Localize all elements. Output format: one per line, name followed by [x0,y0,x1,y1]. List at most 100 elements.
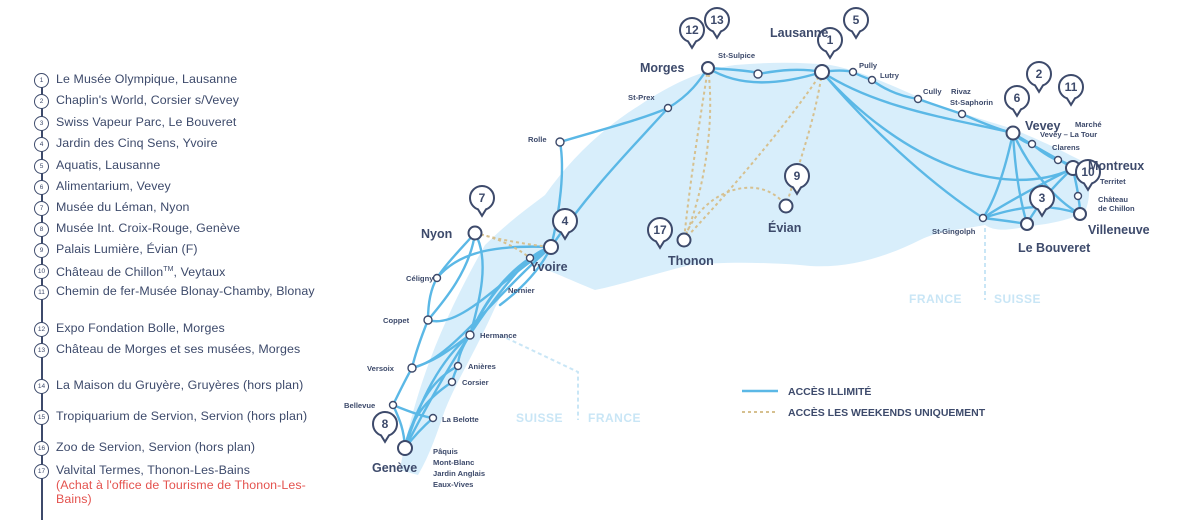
attraction-name: Chemin de fer-Musée Blonay-Chamby, Blona… [56,284,315,298]
stop-pully [848,67,858,77]
city-marker-villeneuve [1073,207,1087,221]
attraction-name: Château de Morges et ses musées, Morges [56,342,301,356]
pin-3: 3 [1029,185,1055,217]
attraction-label: Alimentarium, Vevey [56,179,171,194]
city-marker-le-bouveret [1020,217,1034,231]
label-lausanne: Lausanne [770,26,828,40]
stop-hermance [465,330,475,340]
svg-text:Mont-Blanc: Mont-Blanc [433,458,474,467]
label-morges: Morges [640,61,685,75]
svg-text:11: 11 [1065,80,1078,94]
svg-text:Anières: Anières [468,362,496,371]
attraction-label: Jardin des Cinq Sens, Yvoire [56,136,218,151]
pin-6: 6 [1004,85,1030,117]
map-legend: ACCÈS ILLIMITÉ ACCÈS LES WEEKENDS UNIQUE… [742,385,986,419]
svg-text:Château: Château [1098,195,1128,204]
attraction-item: 13 Château de Morges et ses musées, Morge… [30,342,340,358]
stop-anieres [453,361,463,371]
pin-2: 2 [1026,61,1052,93]
pin-1: 1 [817,27,843,59]
city-marker-lausanne [814,64,830,80]
svg-text:Rolle: Rolle [528,135,547,144]
attraction-number: 2 [34,94,49,109]
attraction-number: 1 [34,73,49,88]
border-line-south [499,334,579,420]
svg-text:Corsier: Corsier [462,378,489,387]
stop-corsier [447,377,457,387]
city-marker-geneve [397,440,413,456]
pin-12: 12 [679,17,705,49]
attraction-name: Palais Lumière, Évian (F) [56,242,198,256]
pin-13: 13 [704,7,730,39]
attraction-number: 8 [34,222,49,237]
city-marker-nyon [467,225,483,241]
svg-text:Cully: Cully [923,87,942,96]
attraction-item: 14 La Maison du Gruyère, Gruyères (hors p… [30,378,340,394]
attraction-number: 5 [34,159,49,174]
attraction-number: 6 [34,180,49,195]
attraction-name: Swiss Vapeur Parc, Le Bouveret [56,115,237,129]
attraction-number: 13 [34,343,49,358]
stop-coppet [423,315,433,325]
stop-rolle [555,137,565,147]
stop-versoix [407,363,417,373]
attraction-name-suffix: , Veytaux [173,265,226,280]
city-marker-morges [701,61,715,75]
svg-text:4: 4 [562,214,569,228]
svg-text:10: 10 [1081,165,1095,179]
city-marker-vevey [1005,125,1021,141]
svg-text:Rivaz: Rivaz [951,87,971,96]
attraction-number: 12 [34,322,49,337]
attraction-label: Musée du Léman, Nyon [56,200,190,215]
stop-markers [388,67,1083,423]
stop-vevey-la-tour [1027,139,1037,149]
border-labels: FRANCE SUISSE SUISSE FRANCE [516,292,1041,425]
stop-st-prex [663,103,673,113]
attraction-name: Tropiquarium de Servion, Servion (hors p… [56,409,308,423]
attraction-name: Musée du Léman, Nyon [56,200,190,214]
stop-st-gingolph [978,213,988,223]
label-nyon: Nyon [421,227,452,241]
svg-text:Clarens: Clarens [1052,143,1080,152]
svg-text:Jardin Anglais: Jardin Anglais [433,469,485,478]
trademark-sup: TM [163,266,174,273]
stop-st-sulpice [753,69,763,79]
svg-text:2: 2 [1036,67,1043,81]
attraction-name: La Maison du Gruyère, Gruyères (hors pla… [56,378,304,392]
svg-text:3: 3 [1039,191,1046,205]
pin-5: 5 [843,7,869,39]
stop-lutry [867,75,877,85]
svg-text:Bellevue: Bellevue [344,401,375,410]
attraction-name: Alimentarium, Vevey [56,179,171,193]
attraction-name: Chaplin's World, Corsier s/Vevey [56,93,240,107]
svg-text:Marché: Marché [1075,120,1102,129]
attraction-item: 2 Chaplin's World, Corsier s/Vevey [30,93,340,109]
svg-text:Hermance: Hermance [480,331,517,340]
attraction-number: 14 [34,379,49,394]
attraction-item: 15 Tropiquarium de Servion, Servion (hors… [30,409,340,425]
svg-text:St-Saphorin: St-Saphorin [950,98,993,107]
svg-text:9: 9 [794,169,801,183]
svg-text:Versoix: Versoix [367,364,395,373]
stop-clarens [1053,155,1063,165]
svg-text:FRANCE: FRANCE [588,411,641,425]
attraction-number: 16 [34,441,49,456]
attraction-number: 4 [34,137,49,152]
svg-text:17: 17 [653,223,667,237]
lake-leman [400,62,1090,475]
attraction-item: 4 Jardin des Cinq Sens, Yvoire [30,136,340,152]
attraction-label: Chaplin's World, Corsier s/Vevey [56,93,239,108]
stop-la-belotte [428,413,438,423]
svg-text:SUISSE: SUISSE [994,292,1041,306]
attraction-name: Expo Fondation Bolle, Morges [56,321,225,335]
label-vevey: Vevey [1025,119,1061,133]
svg-text:de Chillon: de Chillon [1098,204,1135,213]
attraction-number: 15 [34,410,49,425]
pin-11: 11 [1058,74,1084,106]
attraction-name: Château de Chillon [56,265,164,280]
svg-text:Territet: Territet [1100,177,1126,186]
